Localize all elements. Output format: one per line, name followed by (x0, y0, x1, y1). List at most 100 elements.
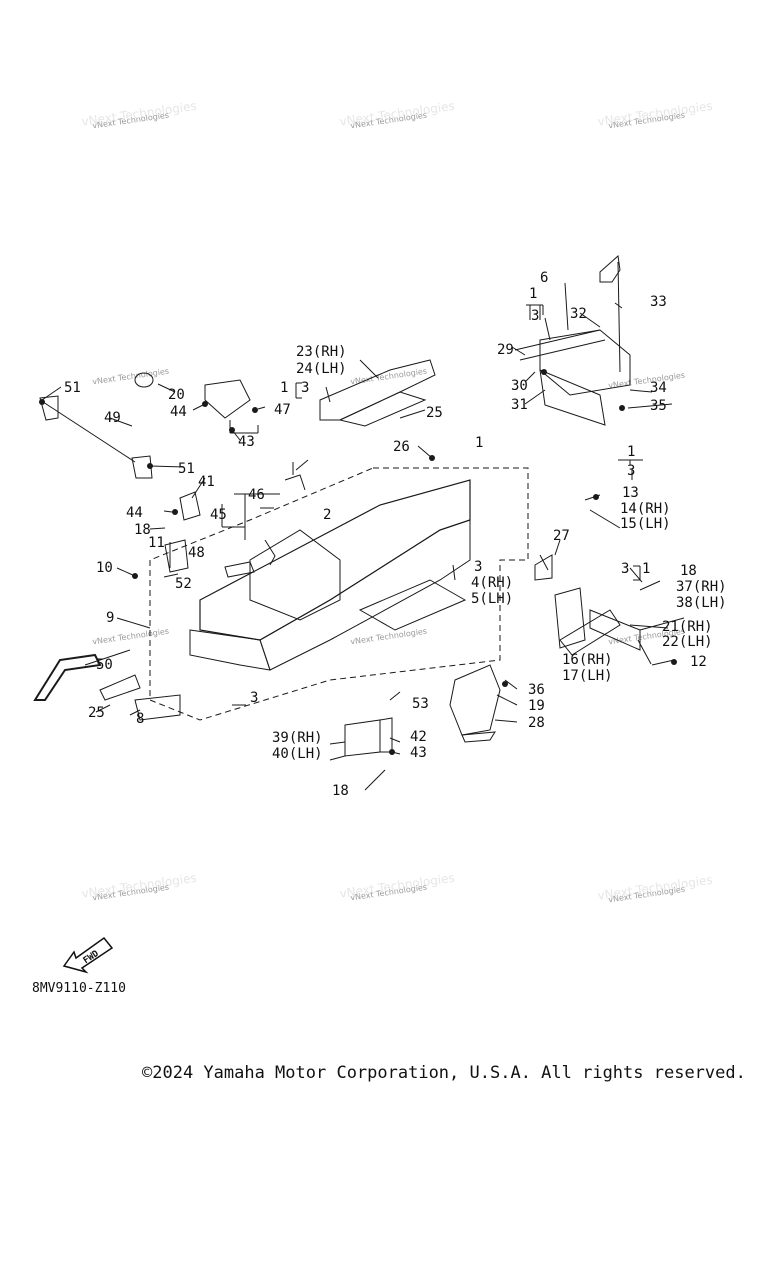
chassis-tunnel-side (259, 519, 471, 671)
callout: 24(LH) (296, 361, 347, 377)
callout: 27 (553, 528, 570, 544)
right-side-bar (589, 609, 641, 651)
callout: 20 (168, 387, 185, 403)
callout: 25 (426, 405, 443, 421)
fastener-dot (39, 399, 45, 405)
rear-rack (539, 329, 631, 396)
callout: 12 (690, 654, 707, 670)
cable-46 (284, 474, 306, 491)
group-bracket (618, 459, 643, 465)
callout: 8 (136, 711, 144, 727)
callout: 1 (529, 286, 537, 302)
callout: 51 (64, 380, 81, 396)
callout: 15(LH) (620, 516, 671, 532)
bracket-41 (179, 491, 201, 521)
fastener-dot (389, 749, 395, 755)
flag (599, 255, 621, 283)
rear-rack-flap (539, 369, 606, 426)
chassis-bulkhead (249, 529, 341, 621)
callout: 3 (621, 561, 629, 577)
callout: 50 (96, 657, 113, 673)
callout: 37(RH) (676, 579, 727, 595)
callout: 23(RH) (296, 344, 347, 360)
callout: 3 (531, 308, 539, 324)
callout: 19 (528, 698, 545, 714)
callout: 49 (104, 410, 121, 426)
group-bracket (633, 565, 641, 581)
steering-bracket-lower (131, 455, 153, 479)
callout: 41 (198, 474, 215, 490)
callout: 53 (412, 696, 429, 712)
group-bracket (221, 504, 245, 528)
callout: 3 (301, 380, 309, 396)
fastener-dot (429, 455, 435, 461)
rear-bracket-42 (379, 717, 393, 753)
callout: 30 (511, 378, 528, 394)
group-bracket (526, 304, 544, 320)
diagram-code: 8MV9110-Z110 (32, 981, 126, 996)
callout: 48 (188, 545, 205, 561)
left-footrest (99, 674, 141, 701)
fastener-dot (502, 681, 508, 687)
callout: 2 (323, 507, 331, 523)
side-cover-plate (461, 731, 496, 743)
steering-shaft (39, 399, 136, 463)
callout: 1 (475, 435, 483, 451)
callout: 14(RH) (620, 501, 671, 517)
callout: 43 (238, 434, 255, 450)
bracket-11 (164, 539, 189, 573)
fastener-dot (541, 369, 547, 375)
fastener-dot (252, 407, 258, 413)
right-side-plate (554, 587, 586, 649)
callout: 52 (175, 576, 192, 592)
seat-rail (319, 359, 436, 421)
cable-45 (264, 539, 276, 566)
copyright-notice: ©2024 Yamaha Motor Corporation, U.S.A. A… (142, 1063, 746, 1083)
fastener-dot (593, 494, 599, 500)
steering-bracket-upper (39, 395, 59, 421)
steering-column-bracket (204, 379, 251, 419)
callout: 44 (126, 505, 143, 521)
callout: 46 (248, 487, 265, 503)
callout: 16(RH) (562, 652, 613, 668)
front-bumper (33, 653, 102, 701)
callout: 38(LH) (676, 595, 727, 611)
footrest-plate-27 (534, 554, 553, 581)
callout: 17(LH) (562, 668, 613, 684)
callout: 5(LH) (471, 591, 513, 607)
group-bracket (295, 382, 302, 399)
fastener-dot (147, 463, 153, 469)
callout: 39(RH) (272, 730, 323, 746)
callout: 29 (497, 342, 514, 358)
callout: 18 (134, 522, 151, 538)
clamp-ring (134, 372, 154, 388)
callout: 1 (627, 444, 635, 460)
callout: 43 (410, 745, 427, 761)
callout: 40(LH) (272, 746, 323, 762)
callout: 25 (88, 705, 105, 721)
callout: 4(RH) (471, 575, 513, 591)
callout: 32 (570, 306, 587, 322)
fastener-dot (172, 509, 178, 515)
callout: 21(RH) (662, 619, 713, 635)
rear-rack-bar (514, 329, 606, 361)
callout: 18 (332, 783, 349, 799)
callout: 51 (178, 461, 195, 477)
leader-lines (41, 282, 685, 791)
callout: 35 (650, 398, 667, 414)
callout: 3 (627, 463, 635, 479)
callout: 28 (528, 715, 545, 731)
frame-assembly-outline (149, 467, 529, 721)
callout: 10 (96, 560, 113, 576)
flag-pole (617, 261, 621, 373)
callout: 34 (650, 380, 667, 396)
callout: 9 (106, 610, 114, 626)
callout: 3 (250, 690, 258, 706)
right-step-plate (559, 609, 621, 656)
side-cover (449, 664, 501, 736)
callout: 3 (474, 559, 482, 575)
callout: 13 (622, 485, 639, 501)
fastener-dot (202, 401, 208, 407)
callout: 1 (642, 561, 650, 577)
